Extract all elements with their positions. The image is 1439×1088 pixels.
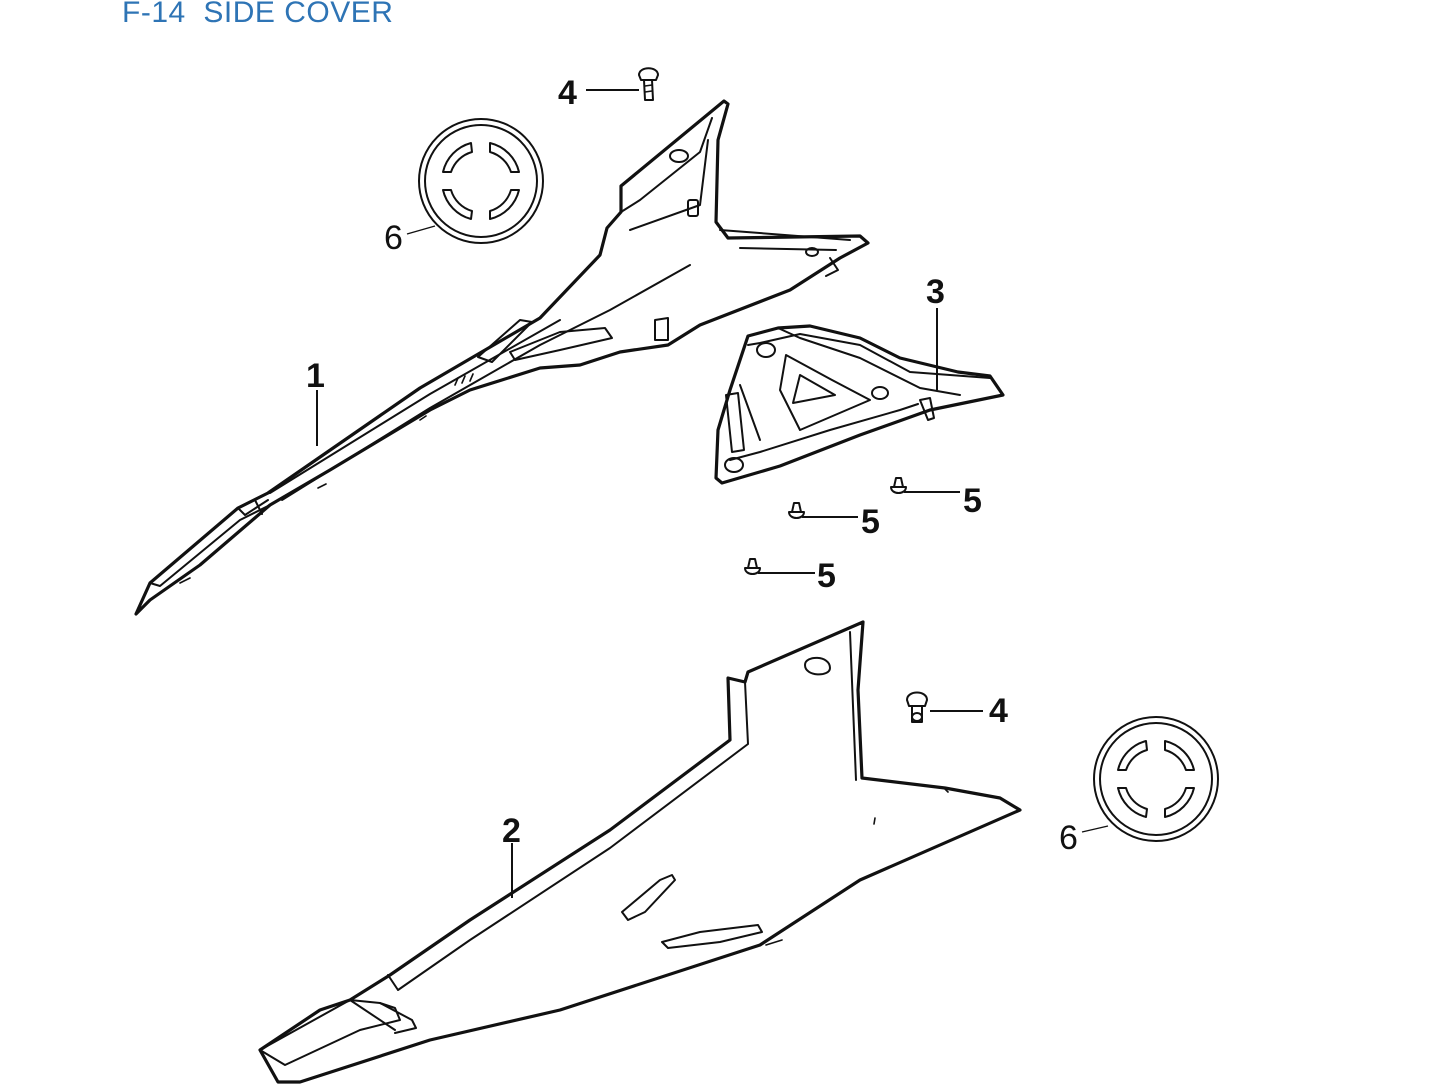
- callout-part-4-top: 4: [558, 74, 577, 112]
- screw-icon-b: [788, 502, 805, 519]
- callout-part-3: 3: [926, 273, 945, 311]
- callout-part-5-c: 5: [817, 557, 836, 595]
- callout-part-5-a: 5: [963, 482, 982, 520]
- bolt-bottom-icon: [906, 691, 928, 723]
- page-title: F-14 SIDE COVER: [122, 0, 394, 29]
- callout-part-1: 1: [306, 357, 325, 395]
- leader-lines: [316, 89, 1109, 898]
- bolt-top-icon: [638, 67, 659, 101]
- callout-part-6-top: 6: [384, 219, 403, 257]
- part-6-grommet-top: [418, 118, 544, 244]
- part-2-lower-side-cover: [258, 620, 1022, 1084]
- screw-icon-a: [890, 477, 907, 494]
- screw-icon-c: [744, 558, 761, 575]
- part-1-upper-side-cover: [134, 99, 870, 616]
- part-3-inner-panel: [714, 324, 1005, 485]
- callout-part-5-b: 5: [861, 503, 880, 541]
- callout-part-4-bottom: 4: [989, 692, 1008, 730]
- callout-part-2: 2: [502, 812, 521, 850]
- part-6-grommet-bottom: [1093, 716, 1219, 842]
- callout-part-6-bottom: 6: [1059, 819, 1078, 857]
